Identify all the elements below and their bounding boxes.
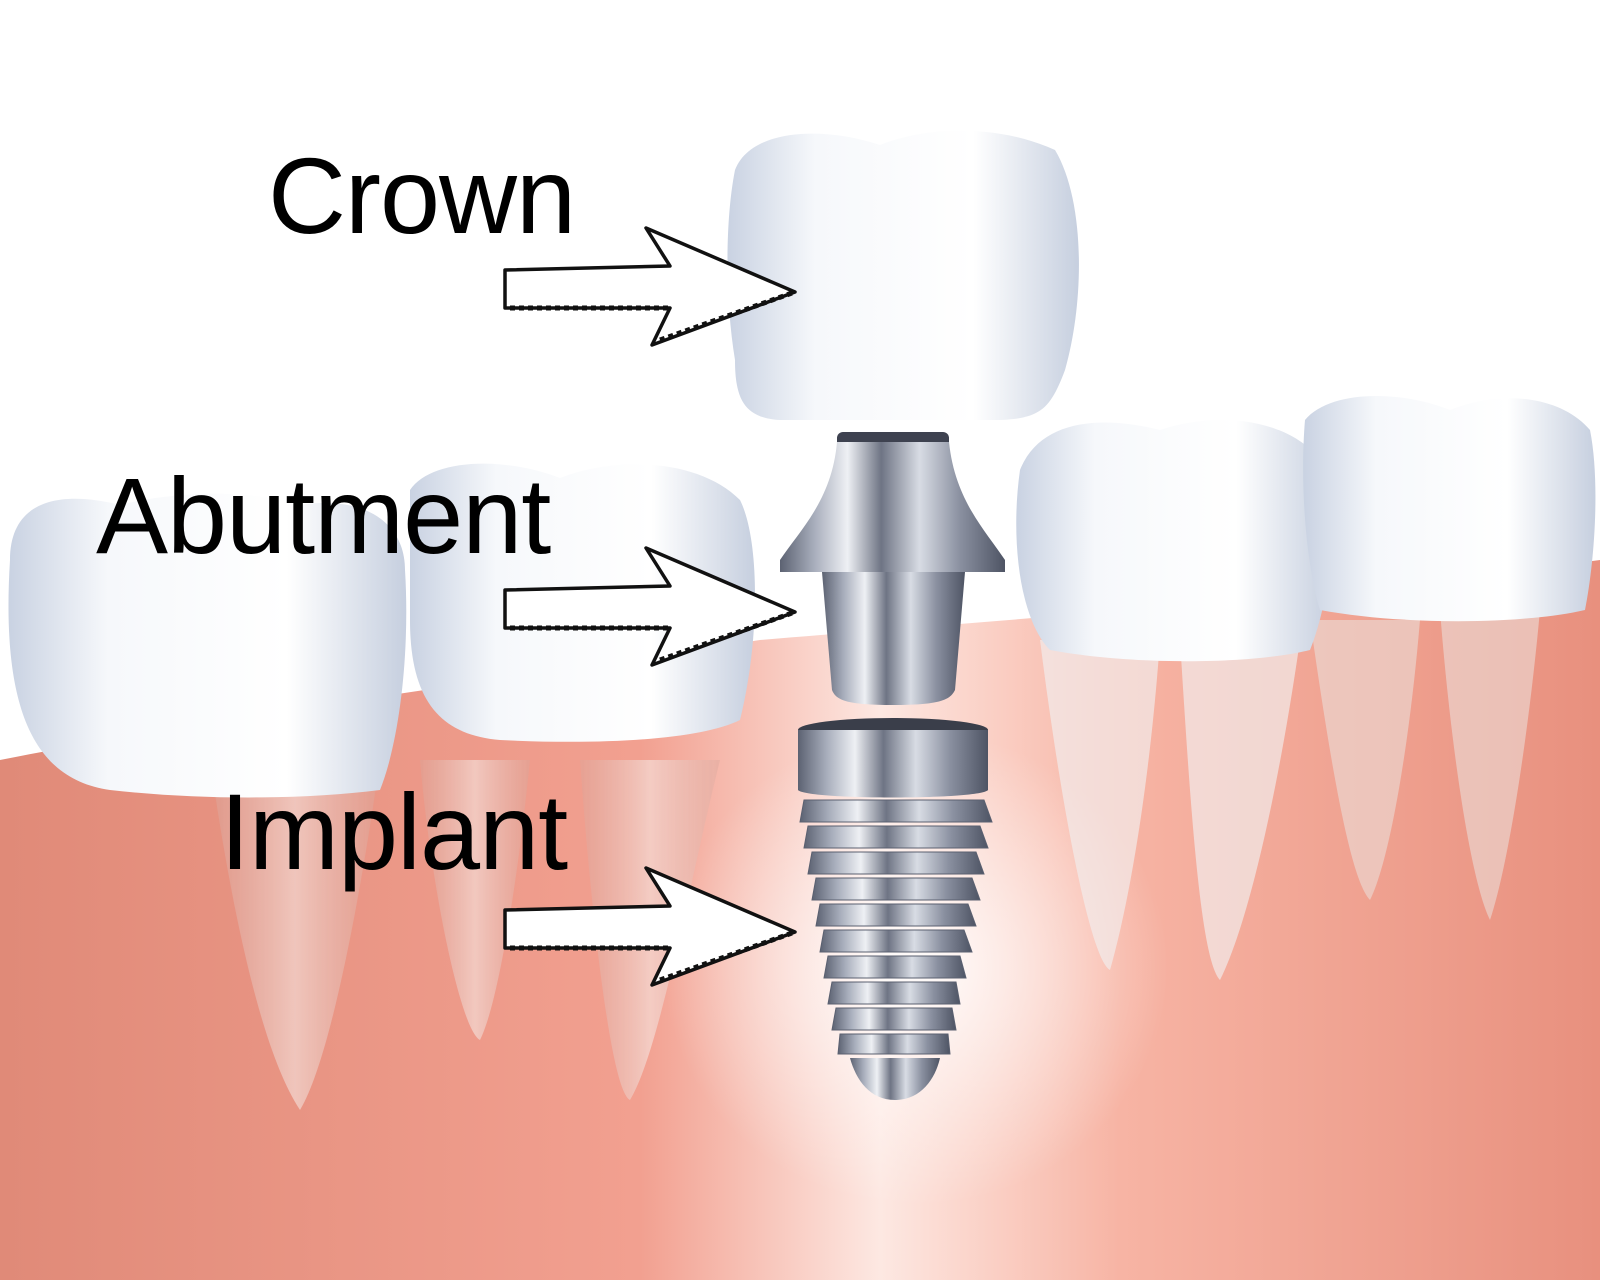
abutment	[780, 432, 1005, 705]
crown	[727, 130, 1079, 420]
label-implant: Implant	[220, 771, 568, 892]
arrow-crown	[503, 226, 797, 347]
label-abutment: Abutment	[96, 455, 551, 576]
right-teeth	[1016, 396, 1596, 662]
arrow-abutment	[503, 546, 797, 667]
implant	[798, 718, 993, 1100]
label-crown: Crown	[268, 135, 576, 256]
arrow-implant	[503, 866, 797, 987]
